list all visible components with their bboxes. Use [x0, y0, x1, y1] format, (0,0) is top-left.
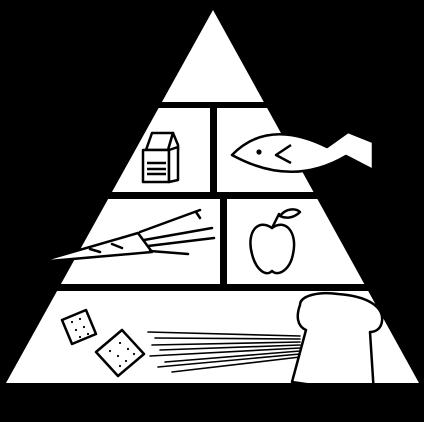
bottom-band	[0, 383, 424, 422]
divider-bottom	[0, 284, 424, 291]
milk-carton-icon	[143, 133, 178, 182]
bread-slice-icon	[292, 293, 382, 394]
divider-vertical-lower	[220, 196, 227, 288]
divider-vertical-upper	[210, 105, 217, 195]
right-edge	[419, 0, 424, 422]
